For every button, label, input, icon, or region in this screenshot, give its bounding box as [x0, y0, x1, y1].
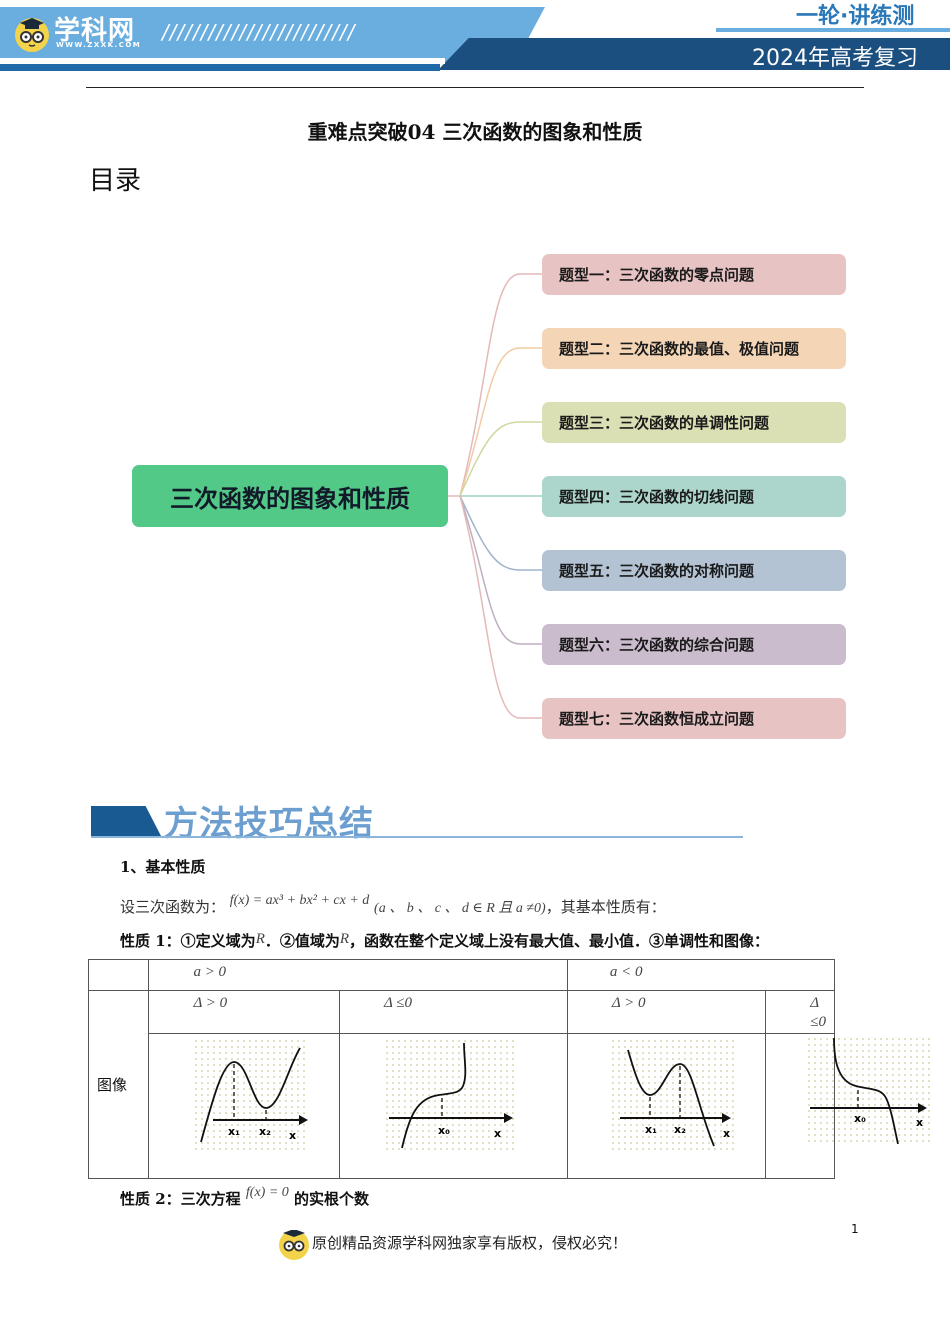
cubic-graph-a-pos-delta-nonpos: x₀ x: [383, 1038, 516, 1150]
header-banner-dark: [438, 38, 950, 70]
header-a-positive: a > 0: [148, 959, 568, 991]
mindmap-node-2[interactable]: 题型二：三次函数的最值、极值问题: [542, 328, 846, 369]
coefficient-condition: (a 、 b 、 c 、 d ∈ R 且 a ≠0): [374, 901, 546, 916]
cubic-graph-a-neg-delta-nonpos: x₀ x: [806, 1036, 932, 1144]
x2-label: x₂: [259, 1125, 271, 1138]
property-2: 性质 2：三次方程 f(x) = 0 的实根个数: [120, 1185, 370, 1209]
toc-heading: 目录: [89, 166, 142, 196]
mindmap-node-4[interactable]: 题型四：三次函数的切线问题: [542, 476, 846, 517]
graph-cell-4: x₀ x: [765, 1033, 932, 1179]
delta-nonpos-a-neg: Δ ≤0: [765, 990, 835, 1034]
x2-label: x₂: [674, 1123, 686, 1136]
header-underline: [0, 64, 440, 71]
delta-label: Δ ≤0: [383, 995, 412, 1011]
cubic-graph-a-neg-delta-pos: x₁ x₂ x: [609, 1038, 735, 1153]
property-1: 性质 1：①定义域为R．②值域为R，函数在整个定义域上没有最大值、最小值．③单调…: [120, 930, 769, 951]
property-1-text: ．②值域为: [264, 932, 340, 950]
a-positive-label: a > 0: [193, 964, 227, 980]
mindmap-root: 三次函数的图象和性质: [132, 465, 448, 527]
x1-label: x₁: [645, 1123, 657, 1136]
copyright-notice: 原创精品资源学科网独家享有版权，侵权必究！: [312, 1234, 628, 1252]
x-axis-label: x: [916, 1116, 923, 1129]
range-symbol: R: [339, 931, 350, 947]
cubic-formula: f(x) = ax³ + bx² + cx + d: [229, 893, 370, 908]
logo-text: 学科网: [54, 16, 136, 46]
mindmap-node-5[interactable]: 题型五：三次函数的对称问题: [542, 550, 846, 591]
a-negative-label: a < 0: [609, 964, 643, 980]
section-underline: [91, 836, 743, 838]
delta-label: Δ > 0: [611, 995, 646, 1011]
title-rule: [86, 87, 864, 88]
row-label-graph: 图像: [87, 990, 150, 1179]
mindmap-node-7[interactable]: 题型七：三次函数恒成立问题: [542, 698, 846, 739]
decorative-slashes: /////////////////////////: [162, 20, 356, 44]
header-divider: [0, 58, 445, 64]
year-label: 2024年高考复习: [752, 46, 918, 71]
delta-pos-a-neg: Δ > 0: [566, 990, 767, 1034]
delta-label: Δ ≤0: [810, 995, 827, 1030]
page-number: 1: [851, 1222, 859, 1236]
table-corner: [87, 959, 150, 991]
header-a-negative: a < 0: [566, 959, 836, 991]
delta-nonpos-a-pos: Δ ≤0: [338, 990, 568, 1034]
domain-symbol: R: [255, 931, 265, 947]
mindmap-node-6[interactable]: 题型六：三次函数的综合问题: [542, 624, 846, 665]
x0-label: x₀: [438, 1124, 450, 1137]
monotonicity-table: a > 0 a < 0 图像 Δ > 0 Δ ≤0 Δ > 0 Δ ≤0 x₁ …: [87, 959, 932, 1179]
x0-label: x₀: [854, 1112, 866, 1125]
x-axis-label: x: [494, 1127, 501, 1140]
mindmap-node-1[interactable]: 题型一：三次函数的零点问题: [542, 254, 846, 295]
delta-pos-a-pos: Δ > 0: [148, 990, 340, 1034]
x-axis-label: x: [289, 1129, 296, 1142]
property-1-text: ，函数在整个定义域上没有最大值、最小值．③单调性和图像：: [349, 932, 770, 950]
property-2-text: 的实根个数: [294, 1190, 370, 1208]
cubic-graph-a-pos-delta-pos: x₁ x₂ x: [193, 1038, 309, 1150]
logo-url: WWW.ZXXK.COM: [56, 41, 142, 49]
mindmap-node-3[interactable]: 题型三：三次函数的单调性问题: [542, 402, 846, 443]
intro-prefix: 设三次函数为：: [120, 898, 226, 916]
document-title: 重难点突破04 三次函数的图象和性质: [307, 120, 643, 144]
graph-cell-3: x₁ x₂ x: [566, 1033, 767, 1179]
intro-suffix: ，其基本性质有：: [545, 898, 666, 916]
graph-cell-1: x₁ x₂ x: [148, 1033, 340, 1179]
property-1-text: ①定义域为: [180, 932, 256, 950]
x-axis-label: x: [723, 1127, 730, 1140]
property-2-label: 性质 2：三次方程: [120, 1190, 241, 1208]
footer-mascot-icon: [279, 1229, 309, 1260]
graph-cell-2: x₀ x: [338, 1033, 568, 1179]
intro-line: 设三次函数为： f(x) = ax³ + bx² + cx + d (a 、 b…: [120, 893, 666, 917]
delta-label: Δ > 0: [193, 995, 228, 1011]
x1-label: x₁: [228, 1125, 240, 1138]
section-marker-icon: [91, 806, 161, 836]
mindmap-connectors: [448, 273, 542, 719]
equation-formula: f(x) = 0: [245, 1185, 289, 1200]
property-1-label: 性质 1：: [120, 932, 181, 950]
series-label: 一轮·讲练测: [796, 4, 915, 29]
logo-mascot-icon: [15, 18, 49, 52]
header-right-line: [716, 28, 950, 32]
subheading-basic-properties: 1、基本性质: [120, 858, 206, 876]
